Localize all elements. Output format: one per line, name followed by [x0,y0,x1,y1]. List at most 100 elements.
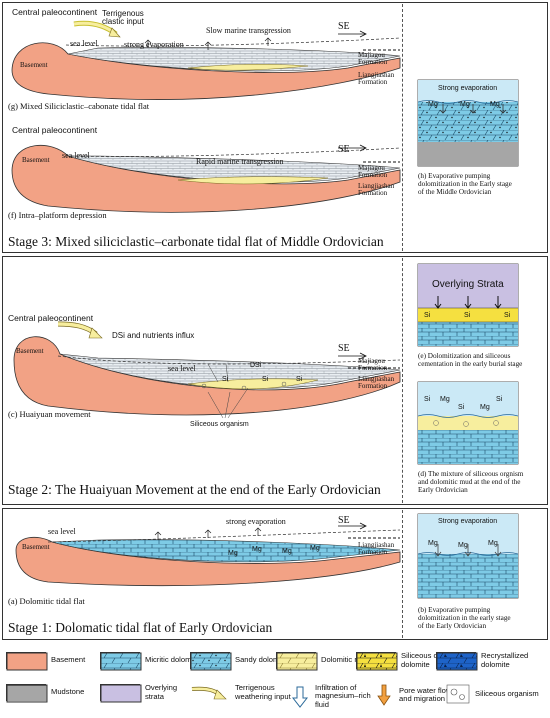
stage2-title: Stage 2: The Huaiyuan Movement at the en… [8,482,381,497]
legend-item-pore-water: Pore water flow and migration [374,684,451,706]
a-caption: (a) Dolomitic tidal flat [8,596,85,606]
legend-label: Siliceous organism [475,688,539,698]
g-caption: (g) Mixed Siliciclastic–cabonate tidal f… [8,101,150,111]
f-caption: (f) Intra–platform depression [8,210,107,220]
dsi-influx-label: DSi and nutrients influx [112,331,195,340]
c-se-label: SE [338,343,350,354]
d-si-label-3: Si [496,396,503,403]
g-transgression-label: Slow marine transgression [206,26,291,35]
legend-label: Micritic dolomite [145,655,200,665]
h-caption: (h) Evaporative pumping dolomitization i… [418,172,512,197]
dsi-influx-arrow-icon [57,321,103,339]
b-mg-label-1: Mg [428,540,438,547]
e-si-label-1: Si [424,312,431,319]
c-central-paleocontinent-label: Central paleocontinent [8,313,94,323]
e-si-label-2: Si [464,312,471,319]
c-siliceous-organism-label: Siliceous organism [190,421,249,428]
b-caption: (b) Evaporative pumping dolomitization i… [418,606,511,631]
h-strong-evaporation-label: Strong evaporation [438,85,498,92]
c-dsi-label: DSi [250,362,262,369]
g-sea-level-label: sea level [70,39,98,48]
b-mg-label-2: Mg [458,542,468,549]
e-si-label-3: Si [504,312,511,319]
b-mg-label-3: Mg [488,540,498,547]
c-si-label-1: Si [222,376,229,383]
stage2-d-box [417,381,519,465]
recrystallized-dolomite-swatch [436,652,478,671]
a-mg-label-1: Mg [228,550,238,557]
legend-label: Infiltration of magnesium–rich fluid [315,683,371,709]
g-majiagou-label: Majiagou Formation [358,51,388,67]
d-caption: (d) The mixture of siliceous orgnism and… [418,470,524,495]
f-transgression-label: Rapid marine transgression [196,157,284,166]
a-basement-label: Basement [22,543,50,551]
overlying-strata-swatch [100,684,142,703]
g-central-paleocontinent-label: Central paleocontinent [12,7,98,17]
stage1-title: Stage 1: Dolomatic tidal flat of Early O… [8,620,273,635]
legend-item-overlying-strata: Overlying strata [100,684,177,703]
a-se-label: SE [338,515,350,526]
legend-label: Recrystallized dolomite [481,651,529,669]
c-liangjiashan-label: Liangjiashan Formation [358,375,395,391]
h-mg-label-2: Mg [460,101,470,108]
legend-item-micritic-dolomite: Micritic dolomite [100,652,200,671]
a-mg-label-3: Mg [282,548,292,555]
stage2-divider [402,258,403,503]
siliceous-cemented-swatch [356,652,398,671]
f-majiagou-label: Majiagou Formation [358,164,388,180]
legend-item-sandy-dolomite: Sandy dolomite [190,652,288,671]
stage1-divider [402,510,403,638]
c-basement-label: Basement [16,347,44,355]
mudstone-swatch [6,684,48,703]
stage3-g-cross-section [11,20,401,100]
g-se-label: SE [338,21,350,32]
f-central-paleocontinent-label: Central paleocontinent [12,125,98,135]
stage2-c-cross-section [13,336,401,419]
micritic-dolomite-swatch [100,652,142,671]
d-si-label-1: Si [424,396,431,403]
legend-label: Terrigenous weathering input [235,683,291,701]
c-si-label-2: Si [262,376,269,383]
legend-label: Sandy dolomite [235,655,288,665]
e-caption: (e) Dolomitization and siliceous cementa… [418,352,523,369]
stage3-divider [402,4,403,251]
g-terrigenous-label: Terrigenous clastic input [102,9,144,27]
stage3-title: Stage 3: Mixed siliciclastic–carbonate t… [8,234,384,249]
legend-item-basement: Basement [6,652,86,671]
g-strong-evaporation-label: strong evaporation [124,40,184,49]
legend-item-recrystallized-dolomite: Recrystallized dolomite [436,651,529,671]
c-sea-level-label: sea level [168,364,196,373]
legend-item-mudstone: Mudstone [6,684,85,703]
h-mg-label-1: Mg [428,101,438,108]
f-liangjiashan-label: Liangjiashan Formation [358,182,395,198]
g-liangjiashan-label: Liangjiashan Formation [358,71,395,87]
overlying-strata-label: Overlying Strata [432,279,504,290]
legend-item-weathering-input: Terrigenous weathering input [190,684,291,701]
sandy-dolomite-swatch [190,652,232,671]
stage1-a-cross-section [15,522,401,587]
dolomitic-mud-swatch [276,652,318,671]
legend-label: Pore water flow and migration [399,685,452,703]
legend: Basement Micritic dolomite Sandy dolomit… [0,646,550,718]
h-mg-label-3: Mg [490,101,500,108]
stage2-e-box [417,263,519,347]
weathering-arrow-icon [191,686,227,700]
legend-item-infiltration: Infiltration of magnesium–rich fluid [290,683,371,709]
legend-label: Basement [51,655,86,665]
a-sea-level-label: sea level [48,527,76,536]
b-strong-evaporation-label: Strong evaporation [438,518,498,525]
a-mg-label-2: Mg [252,546,262,553]
d-si-label-2: Si [458,404,465,411]
c-si-label-3: Si [296,376,303,383]
legend-label: Mudstone [51,687,85,697]
d-mg-label-1: Mg [440,396,450,403]
infiltration-arrow-icon [291,686,309,708]
f-se-label: SE [338,144,350,155]
a-liangjiashan-label: Liangjiashan Formation [358,541,395,557]
d-mg-label-2: Mg [480,404,490,411]
a-mg-label-4: Mg [310,545,320,552]
a-strong-evaporation-label: strong evaporation [226,517,286,526]
stage3-f-cross-section [11,144,401,213]
legend-item-siliceous-organism: Siliceous organism [446,684,539,704]
c-majiagou-label: Majiagou Formation [358,357,388,373]
